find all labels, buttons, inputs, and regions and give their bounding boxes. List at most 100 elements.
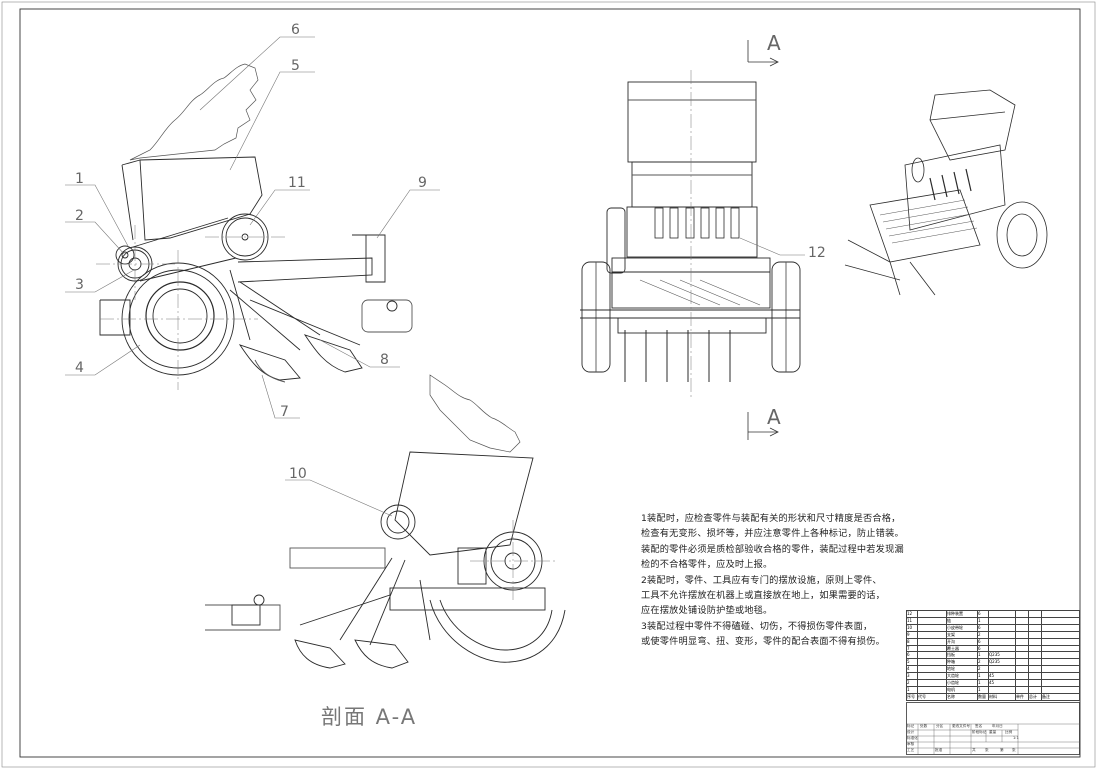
section-view xyxy=(205,374,566,669)
seed-hopper xyxy=(139,156,263,241)
section-marker-bottom xyxy=(747,412,779,440)
bom-cell-unit xyxy=(1015,610,1029,618)
title-block-label: 签名 xyxy=(975,724,983,728)
bom-header-code: 代号 xyxy=(917,692,947,701)
bom-cell-no: 9 xyxy=(906,630,918,639)
iso-hopper xyxy=(929,89,1016,161)
bom-cell-unit xyxy=(1015,651,1029,660)
bom-cell-code xyxy=(917,623,947,632)
title-block-label: 处数 xyxy=(920,724,928,728)
bom-cell-unit xyxy=(1015,616,1029,625)
front-hopper xyxy=(627,81,757,163)
bom-cell-code xyxy=(917,610,947,618)
section-hopper xyxy=(394,451,534,556)
bom-cell-qty: 1 xyxy=(977,672,989,681)
bom-cell-no: 3 xyxy=(906,672,918,681)
bom-cell-qty: 1 xyxy=(977,616,989,625)
title-block xyxy=(906,702,1080,755)
title-block-label: 张 xyxy=(1012,748,1016,752)
balloon-1: 1 xyxy=(75,171,84,187)
bom-cell-note xyxy=(1041,665,1080,674)
bom-cell-total xyxy=(1028,665,1042,674)
note-line: 或使零件明显弯、扭、变形，零件的配合表面不得有损伤。 xyxy=(641,636,886,648)
bom-cell-name: 链 xyxy=(946,616,978,625)
bom-cell-note xyxy=(1041,679,1080,687)
bom-cell-unit xyxy=(1015,665,1029,674)
bom-cell-qty: 6 xyxy=(977,610,989,618)
bom-cell-qty: 6 xyxy=(977,623,989,632)
bom-cell-no: 7 xyxy=(906,644,918,653)
bom-header-qty: 数量 xyxy=(977,692,989,701)
bom-cell-no: 4 xyxy=(906,665,918,674)
balloon-9: 9 xyxy=(418,175,427,191)
bom-cell-unit xyxy=(1015,658,1029,667)
bom-cell-total xyxy=(1028,658,1042,667)
bom-cell-mat xyxy=(988,616,1016,625)
bom-cell-no: 1 xyxy=(906,685,918,694)
bom-header-name: 名称 xyxy=(946,692,978,701)
title-block-label: 分区 xyxy=(936,724,944,728)
note-line: 1装配时，应检查零件与装配有关的形状和尺寸精度是否合格， xyxy=(641,513,901,524)
bom-cell-mat: 45 xyxy=(988,679,1016,687)
technical-notes: 1装配时，应检查零件与装配有关的形状和尺寸精度是否合格， 检查有无变形、损坏等，… xyxy=(641,511,904,650)
bom-cell-total xyxy=(1028,637,1042,646)
balloon-11: 11 xyxy=(288,175,306,191)
balloon-4: 4 xyxy=(75,360,84,376)
bom-cell-no: 6 xyxy=(906,651,918,660)
bom-cell-qty: 6 xyxy=(977,644,989,653)
front-view xyxy=(580,81,801,382)
bom-cell-note xyxy=(1041,630,1080,639)
bom-cell-unit xyxy=(1015,672,1029,681)
bom-cell-code xyxy=(917,672,947,681)
note-line: 工具不允许摆放在机器上或直接放在地上，如果需要的话， xyxy=(641,590,886,602)
iso-wheel xyxy=(996,201,1048,269)
bom-cell-code xyxy=(917,651,947,660)
title-block-label: 审核 xyxy=(907,742,915,746)
bom-cell-mat xyxy=(988,637,1016,646)
bom-header-no: 序号 xyxy=(906,692,918,701)
note-line: 检查有无变形、损坏等，并应注意零件上各种标记，防止错装。 xyxy=(641,528,904,540)
note-line: 检的不合格零件，应及时上报。 xyxy=(641,559,773,571)
bom-cell-qty: 2 xyxy=(977,658,989,667)
bom-cell-qty: 1 xyxy=(977,651,989,660)
bom-cell-note xyxy=(1041,637,1080,646)
title-block-label: 标准化 xyxy=(907,736,918,740)
bom-cell-code xyxy=(917,637,947,646)
bom-cell-total xyxy=(1028,651,1042,660)
title-block-label: 更改文件号 xyxy=(952,724,970,728)
bom-cell-no: 5 xyxy=(906,658,918,667)
section-caption: 剖面 A-A xyxy=(321,705,418,729)
bom-cell-code xyxy=(917,658,947,667)
bom-cell-name: 小齿轮 xyxy=(946,679,978,687)
bom-header: 序号 代号 名称 数量 材料 单件 总计 备注 xyxy=(906,692,1080,701)
bom-cell-code xyxy=(917,616,947,625)
note-line: 应在摆放处铺设防护垫或地毯。 xyxy=(641,605,773,617)
bom-cell-total xyxy=(1028,630,1042,639)
bom-cell-mat xyxy=(988,685,1016,694)
balloon-3: 3 xyxy=(75,277,84,293)
bom-cell-no: 11 xyxy=(906,616,918,625)
title-block-label: 标记 xyxy=(907,724,915,728)
bom-cell-mat xyxy=(988,665,1016,674)
bom-cell-total xyxy=(1028,644,1042,653)
hopper-lid xyxy=(129,63,259,161)
bom-cell-name: 开沟 xyxy=(946,637,978,646)
leader-lines xyxy=(65,36,440,419)
balloon-5: 5 xyxy=(291,58,300,74)
title-block-label: 张 xyxy=(985,748,989,752)
bom-header-total: 总计 xyxy=(1028,692,1042,701)
note-line: 2装配时，零件、工具应有专门的摆放设施，原则上零件、 xyxy=(641,574,882,586)
bom-cell-mat: 45 xyxy=(988,672,1016,681)
furrow-opener xyxy=(238,344,301,381)
